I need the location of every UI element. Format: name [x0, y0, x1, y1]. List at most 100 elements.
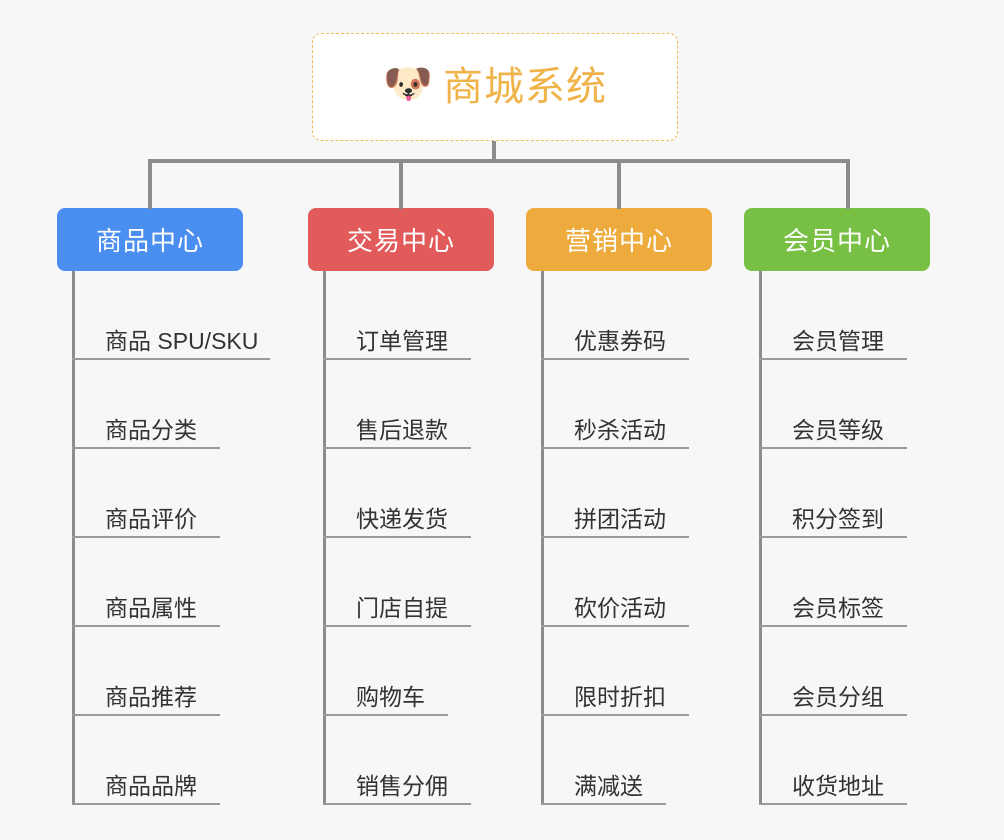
leaf-item[interactable]: 会员等级	[759, 360, 907, 449]
leaf-item[interactable]: 商品属性	[72, 538, 258, 627]
leaf-label: 门店自提	[356, 594, 448, 621]
branch-header-label: 商品中心	[95, 226, 204, 256]
leaf-item[interactable]: 销售分佣	[323, 716, 471, 805]
leaf-list-marketing-center: 优惠券码秒杀活动拼团活动砍价活动限时折扣满减送	[541, 271, 689, 805]
root-title: 商城系统	[443, 65, 607, 109]
leaf-underline	[759, 447, 907, 449]
leaf-item[interactable]: 售后退款	[323, 360, 471, 449]
branch-header-member-center[interactable]: 会员中心	[744, 208, 930, 271]
branch-header-product-center[interactable]: 商品中心	[57, 208, 243, 271]
leaf-label: 限时折扣	[574, 683, 666, 710]
leaf-underline	[759, 536, 907, 538]
leaf-item[interactable]: 商品分类	[72, 360, 258, 449]
leaf-underline	[72, 536, 220, 538]
connector-drop-member-center	[846, 159, 850, 209]
dog-face-icon: 🐶	[383, 62, 433, 106]
leaf-underline	[72, 714, 220, 716]
leaf-item[interactable]: 收货地址	[759, 716, 907, 805]
leaf-label: 秒杀活动	[574, 416, 666, 443]
branch-marketing-center: 营销中心优惠券码秒杀活动拼团活动砍价活动限时折扣满减送	[526, 208, 712, 805]
leaf-label: 订单管理	[356, 327, 448, 354]
leaf-label: 商品分类	[105, 416, 197, 443]
branch-header-label: 营销中心	[564, 226, 673, 256]
leaf-underline	[541, 803, 666, 805]
leaf-underline	[323, 803, 471, 805]
leaf-item[interactable]: 快递发货	[323, 449, 471, 538]
leaf-underline	[541, 536, 689, 538]
leaf-underline	[541, 358, 689, 360]
leaf-list-product-center: 商品 SPU/SKU 商品分类商品评价商品属性商品推荐商品品牌	[72, 271, 270, 805]
leaf-label: 商品推荐	[105, 683, 197, 710]
leaf-label: 销售分佣	[356, 772, 448, 799]
branch-header-trade-center[interactable]: 交易中心	[308, 208, 494, 271]
leaf-label: 商品品牌	[105, 772, 197, 799]
leaf-item[interactable]: 满减送	[541, 716, 666, 805]
leaf-underline	[759, 358, 907, 360]
leaf-label: 会员管理	[792, 327, 884, 354]
leaf-label: 会员等级	[792, 416, 884, 443]
leaf-underline	[541, 714, 689, 716]
leaf-item[interactable]: 购物车	[323, 627, 448, 716]
leaf-underline	[72, 358, 270, 360]
leaf-underline	[323, 536, 471, 538]
leaf-item[interactable]: 拼团活动	[541, 449, 689, 538]
leaf-list-member-center: 会员管理会员等级积分签到会员标签会员分组收货地址	[759, 271, 907, 805]
branch-spine-marketing-center	[541, 271, 544, 805]
leaf-underline	[323, 358, 471, 360]
leaf-item[interactable]: 商品 SPU/SKU	[72, 271, 270, 360]
connector-horizontal-bus	[148, 159, 848, 163]
leaf-label: 快递发货	[356, 505, 448, 532]
leaf-item[interactable]: 砍价活动	[541, 538, 689, 627]
leaf-underline	[72, 803, 220, 805]
leaf-item[interactable]: 门店自提	[323, 538, 471, 627]
leaf-list-trade-center: 订单管理售后退款快递发货门店自提购物车销售分佣	[323, 271, 471, 805]
branch-product-center: 商品中心商品 SPU/SKU 商品分类商品评价商品属性商品推荐商品品牌	[57, 208, 270, 805]
connector-root-stem	[492, 141, 496, 163]
leaf-label: 商品属性	[105, 594, 197, 621]
leaf-underline	[323, 447, 471, 449]
leaf-label: 拼团活动	[574, 505, 666, 532]
leaf-item[interactable]: 商品推荐	[72, 627, 258, 716]
leaf-label: 满减送	[574, 772, 643, 799]
branch-spine-trade-center	[323, 271, 326, 805]
leaf-underline	[72, 447, 220, 449]
leaf-underline	[759, 714, 907, 716]
leaf-label: 会员标签	[792, 594, 884, 621]
leaf-item[interactable]: 优惠券码	[541, 271, 689, 360]
leaf-underline	[323, 714, 448, 716]
leaf-item[interactable]: 商品品牌	[72, 716, 258, 805]
branch-header-label: 会员中心	[782, 226, 891, 256]
branch-trade-center: 交易中心订单管理售后退款快递发货门店自提购物车销售分佣	[308, 208, 494, 805]
leaf-item[interactable]: 会员标签	[759, 538, 907, 627]
branch-header-marketing-center[interactable]: 营销中心	[526, 208, 712, 271]
branch-spine-product-center	[72, 271, 75, 805]
leaf-item[interactable]: 积分签到	[759, 449, 907, 538]
leaf-label: 购物车	[356, 683, 425, 710]
leaf-underline	[72, 625, 220, 627]
leaf-item[interactable]: 订单管理	[323, 271, 471, 360]
branch-header-label: 交易中心	[346, 226, 455, 256]
leaf-label: 砍价活动	[574, 594, 666, 621]
connector-drop-product-center	[148, 159, 152, 209]
leaf-label: 售后退款	[356, 416, 448, 443]
leaf-item[interactable]: 限时折扣	[541, 627, 689, 716]
root-node[interactable]: 🐶 商城系统	[312, 33, 678, 141]
leaf-label: 商品评价	[105, 505, 197, 532]
leaf-item[interactable]: 会员管理	[759, 271, 907, 360]
leaf-underline	[323, 625, 471, 627]
branch-member-center: 会员中心会员管理会员等级积分签到会员标签会员分组收货地址	[744, 208, 930, 805]
leaf-item[interactable]: 秒杀活动	[541, 360, 689, 449]
leaf-label: 优惠券码	[574, 327, 666, 354]
connector-drop-trade-center	[399, 159, 403, 209]
leaf-underline	[541, 447, 689, 449]
leaf-label: 商品 SPU/SKU	[105, 327, 259, 354]
leaf-item[interactable]: 商品评价	[72, 449, 258, 538]
leaf-label: 收货地址	[792, 772, 884, 799]
leaf-item[interactable]: 会员分组	[759, 627, 907, 716]
leaf-label: 会员分组	[792, 683, 884, 710]
leaf-label: 积分签到	[792, 505, 884, 532]
branch-spine-member-center	[759, 271, 762, 805]
leaf-underline	[759, 625, 907, 627]
leaf-underline	[759, 803, 907, 805]
